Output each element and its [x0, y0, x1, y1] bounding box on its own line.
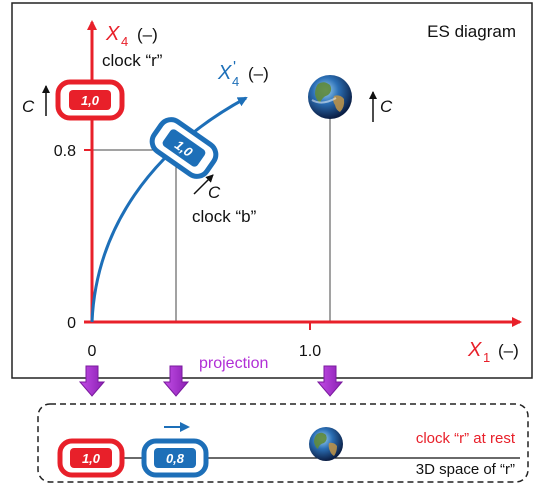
diagram-frame — [11, 2, 533, 379]
blue-axis-prime: ' — [233, 59, 236, 76]
bottom-clock-r-screen — [70, 448, 112, 468]
projection-label: projection — [199, 355, 268, 372]
speed-indicator-b: C — [193, 174, 221, 202]
clock-r-label: clock “r” — [102, 51, 163, 70]
blue-axis-label: X 4 ' (–) — [217, 59, 269, 89]
earth-icon — [308, 75, 352, 119]
projection-arrow-earth — [316, 365, 344, 397]
y-axis-subscript: 4 — [121, 34, 128, 49]
space-label: 3D space of “r” — [416, 461, 515, 478]
bottom-clock-r: 1,0 — [57, 438, 125, 478]
x-axis-unit: (–) — [498, 341, 519, 360]
blue-worldline — [90, 96, 248, 323]
projection-arrow-0 — [78, 365, 106, 397]
clock-r: 1,0 — [55, 79, 125, 121]
y-axis-symbol: X — [105, 23, 120, 45]
speed-indicator-r: C — [22, 85, 50, 116]
x-tick-label-0: 0 — [88, 343, 97, 360]
x-axis-symbol: X — [467, 339, 482, 361]
clock-b-screen — [162, 129, 206, 167]
blue-axis-subscript: 4 — [232, 74, 239, 89]
bottom-clock-b: 0,8 — [141, 438, 209, 478]
y-tick-label-0: 0 — [67, 315, 76, 332]
projection-arrow-b — [162, 365, 190, 397]
blue-axis-symbol: X — [217, 62, 232, 84]
speed-symbol-b: C — [208, 183, 221, 202]
rest-label: clock “r” at rest — [416, 430, 516, 447]
bottom-clock-b-screen — [154, 448, 196, 468]
speed-symbol-earth: C — [380, 97, 393, 116]
clock-r-screen — [69, 90, 111, 110]
speed-symbol-r: C — [22, 97, 35, 116]
blue-axis-unit: (–) — [248, 64, 269, 83]
bottom-clock-b-display: 0,8 — [166, 451, 185, 466]
y-axis-label: X 4 (–) — [105, 23, 158, 49]
speed-indicator-earth: C — [369, 91, 393, 122]
diagram-title: ES diagram — [427, 22, 516, 41]
x-tick-label-10: 1.0 — [299, 343, 321, 360]
clock-r-display: 1,0 — [81, 93, 100, 108]
x-axis-subscript: 1 — [483, 350, 490, 365]
clock-b: 1,0 — [149, 117, 219, 179]
clock-b-label: clock “b” — [192, 207, 257, 226]
bottom-clock-r-display: 1,0 — [82, 451, 101, 466]
y-axis-unit: (–) — [137, 25, 158, 44]
y-tick-label-08: 0.8 — [54, 143, 76, 160]
diagonal-arrow-icon — [193, 174, 214, 195]
x-axis-label: X 1 (–) — [467, 339, 519, 365]
bottom-earth-icon — [309, 427, 343, 461]
